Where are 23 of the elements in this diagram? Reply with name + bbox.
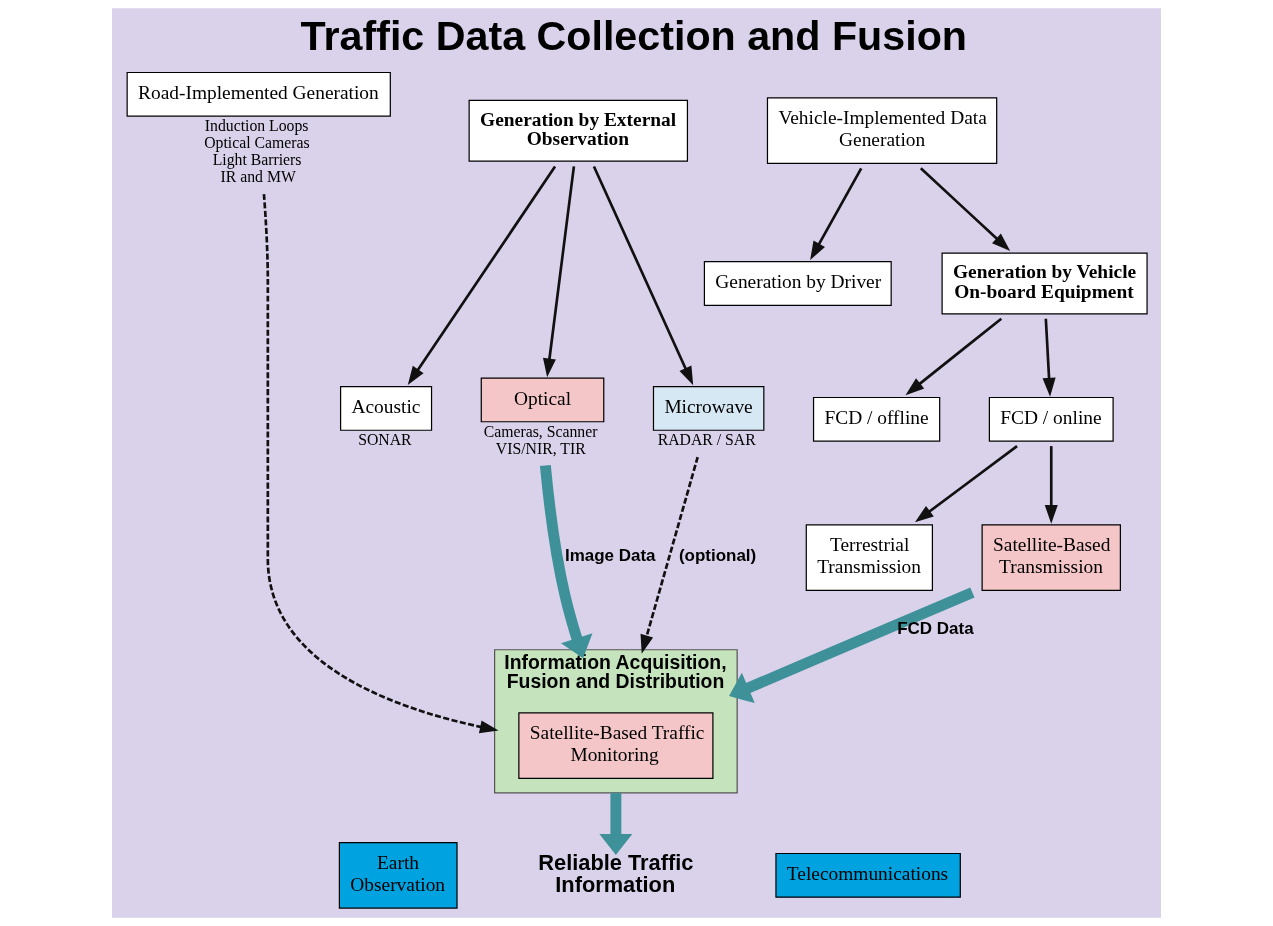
arrow [905, 317, 1003, 396]
edge-label: FCD Data [897, 619, 974, 639]
node-label: Cameras, Scanner VIS/NIR, TIR [483, 422, 598, 457]
node-label: RADAR / SAR [657, 431, 756, 449]
arrow [1042, 318, 1056, 397]
arrow [640, 456, 699, 654]
arrow [542, 166, 576, 378]
arrow [407, 165, 557, 386]
arrow [599, 792, 633, 855]
arrow [262, 193, 499, 734]
arrow [539, 465, 593, 659]
edge-label: (optional) [678, 545, 757, 565]
arrow [1044, 446, 1058, 524]
arrow [914, 445, 1018, 523]
diagram-title: Traffic Data Collection and Fusion [300, 12, 968, 59]
node-label: SONAR [358, 431, 412, 449]
node-label: Induction Loops Optical Cameras Light Barriers IR and MW [204, 117, 310, 186]
arrow [810, 167, 863, 261]
edge-label: Image Data [564, 545, 656, 565]
arrow [919, 167, 1011, 252]
node-text: Reliable Traffic Information [538, 849, 694, 897]
arrow [729, 587, 975, 704]
arrow [592, 165, 694, 386]
